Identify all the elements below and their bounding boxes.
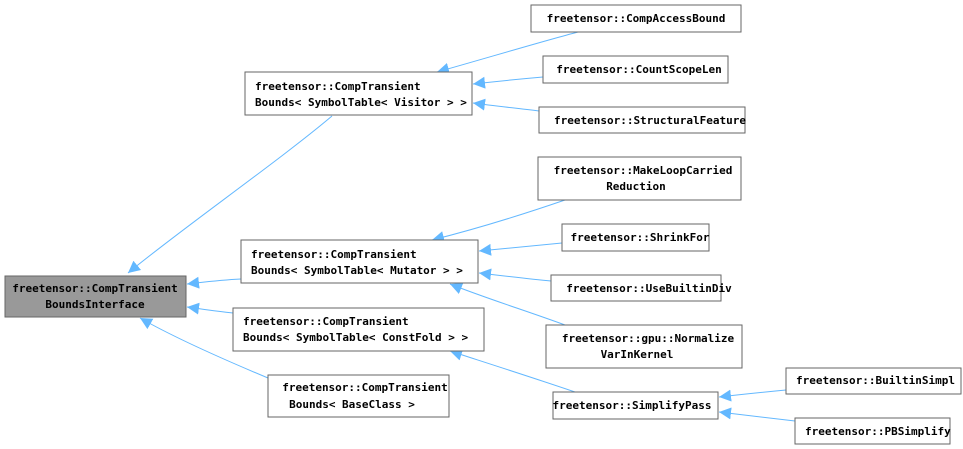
edges	[127, 31, 796, 422]
node-label-line-1: freetensor::CompTransient	[255, 80, 421, 93]
node-label-line-2: Bounds< SymbolTable< ConstFold > >	[243, 331, 469, 344]
node-gpu-normalize-var-in-kernel[interactable]: freetensor::gpu::Normalize VarInKernel	[545, 324, 743, 369]
edge-pbsimplify-to-simplifypass	[718, 407, 796, 422]
node-label-line-2: Bounds< BaseClass >	[289, 398, 415, 411]
edge-builtinsimpl-to-simplifypass	[718, 389, 787, 402]
node-label-line-1: freetensor::gpu::Normalize	[562, 332, 735, 345]
edge-countscopelen-to-visitor	[472, 76, 544, 89]
edge-visitor-to-base	[127, 115, 333, 274]
node-comptransient-bounds-interface[interactable]: freetensor::CompTransient BoundsInterfac…	[4, 275, 187, 318]
node-label: freetensor::BuiltinSimpl	[796, 374, 955, 387]
edge-normalizevar-to-mutator	[449, 282, 566, 326]
edge-shrinkfor-to-mutator	[478, 242, 563, 256]
node-label: freetensor::SimplifyPass	[553, 399, 712, 412]
nodes: freetensor::CompTransient BoundsInterfac…	[4, 4, 962, 445]
edge-structuralfeature-to-visitor	[472, 98, 540, 112]
edge-usebuiltindiv-to-mutator	[478, 268, 552, 282]
node-label-line-2: VarInKernel	[601, 348, 674, 361]
node-comptransient-bounds-constfold[interactable]: freetensor::CompTransient Bounds< Symbol…	[232, 307, 485, 352]
edge-simplifypass-to-constfold	[449, 349, 576, 393]
edge-makeloopcarried-to-mutator	[431, 199, 566, 243]
node-shrinkfor[interactable]: freetensor::ShrinkFor	[561, 223, 710, 252]
node-label-line-1: freetensor::CompTransient	[243, 315, 409, 328]
node-label-line-1: freetensor::CompTransient	[12, 282, 178, 295]
node-compaccessbound[interactable]: freetensor::CompAccessBound	[530, 4, 742, 33]
node-simplifypass[interactable]: freetensor::SimplifyPass	[552, 391, 719, 420]
node-label: freetensor::UseBuiltinDiv	[566, 282, 732, 295]
node-label-line-1: freetensor::MakeLoopCarried	[554, 164, 733, 177]
node-label: freetensor::ShrinkFor	[570, 231, 709, 244]
node-comptransient-bounds-baseclass[interactable]: freetensor::CompTransient Bounds< BaseCl…	[267, 374, 450, 418]
node-label: freetensor::PBSimplify	[805, 425, 951, 438]
node-pbsimplify[interactable]: freetensor::PBSimplify	[794, 417, 951, 445]
node-label: freetensor::StructuralFeature	[554, 114, 746, 127]
edge-compaccessbound-to-visitor	[436, 31, 579, 75]
node-countscopelen[interactable]: freetensor::CountScopeLen	[542, 55, 729, 84]
node-label-line-1: freetensor::CompTransient	[282, 381, 448, 394]
node-label-line-2: Bounds< SymbolTable< Mutator > >	[251, 264, 463, 277]
node-label-line-2: Bounds< SymbolTable< Visitor > >	[255, 96, 467, 109]
edge-baseclass-to-base	[139, 317, 269, 379]
node-label-line-2: BoundsInterface	[45, 298, 145, 311]
node-structuralfeature[interactable]: freetensor::StructuralFeature	[538, 106, 746, 134]
node-label-line-1: freetensor::CompTransient	[251, 248, 417, 261]
node-comptransient-bounds-mutator[interactable]: freetensor::CompTransient Bounds< Symbol…	[240, 239, 479, 284]
node-label: freetensor::CountScopeLen	[556, 63, 722, 76]
edge-constfold-to-base	[186, 302, 234, 315]
node-usebuiltindiv[interactable]: freetensor::UseBuiltinDiv	[550, 274, 732, 302]
node-label: freetensor::CompAccessBound	[547, 12, 726, 25]
node-makeloopcarried-reduction[interactable]: freetensor::MakeLoopCarried Reduction	[537, 156, 742, 201]
node-builtinsimpl[interactable]: freetensor::BuiltinSimpl	[785, 367, 962, 395]
node-comptransient-bounds-visitor[interactable]: freetensor::CompTransient Bounds< Symbol…	[244, 71, 473, 116]
node-label-line-2: Reduction	[606, 180, 666, 193]
edge-mutator-to-base	[186, 276, 242, 289]
